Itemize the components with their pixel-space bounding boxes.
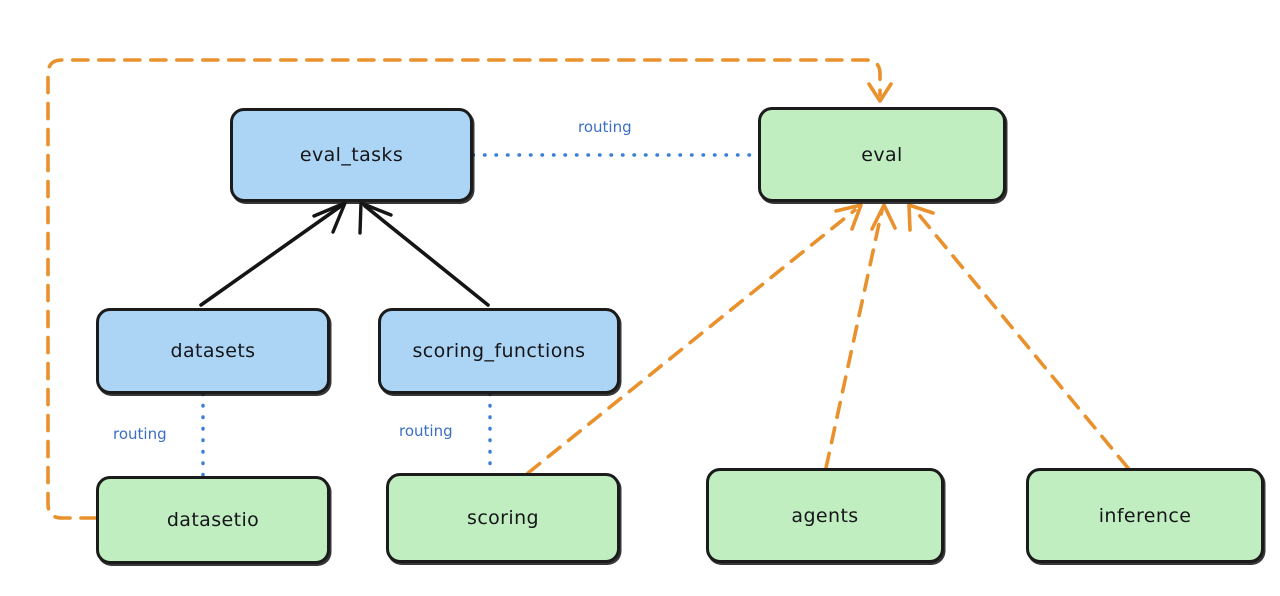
node-scoring[interactable]: scoring — [386, 473, 620, 563]
edge-scoring_functions-to-eval_tasks — [358, 201, 490, 307]
node-agents[interactable]: agents — [706, 468, 944, 563]
node-label: agents — [791, 504, 859, 527]
node-label: eval — [861, 143, 903, 166]
node-scoring_functions[interactable]: scoring_functions — [378, 308, 620, 394]
node-label: eval_tasks — [299, 144, 404, 166]
edge-inference-to-eval — [907, 203, 1130, 470]
node-label: scoring — [467, 507, 539, 529]
node-label: inference — [1098, 504, 1192, 527]
edge-label-routing-eval_tasks-eval: routing — [578, 118, 632, 136]
edge-label-routing-datasets-datasetio: routing — [113, 425, 167, 443]
edge-datasets-to-eval_tasks — [199, 201, 347, 307]
edge-scoring-to-eval — [526, 203, 863, 475]
node-label: datasetio — [166, 509, 260, 531]
node-label: datasets — [170, 340, 256, 362]
node-label: scoring_functions — [412, 340, 586, 362]
edge-label-routing-scoring_functions-scoring: routing — [399, 422, 453, 440]
edge-agents-to-eval — [824, 203, 897, 470]
node-inference[interactable]: inference — [1026, 468, 1264, 563]
node-eval_tasks[interactable]: eval_tasks — [230, 108, 473, 202]
edge-datasetio-to-eval — [46, 58, 893, 520]
node-eval[interactable]: eval — [758, 107, 1006, 202]
node-datasets[interactable]: datasets — [96, 308, 330, 394]
node-datasetio[interactable]: datasetio — [96, 476, 330, 564]
